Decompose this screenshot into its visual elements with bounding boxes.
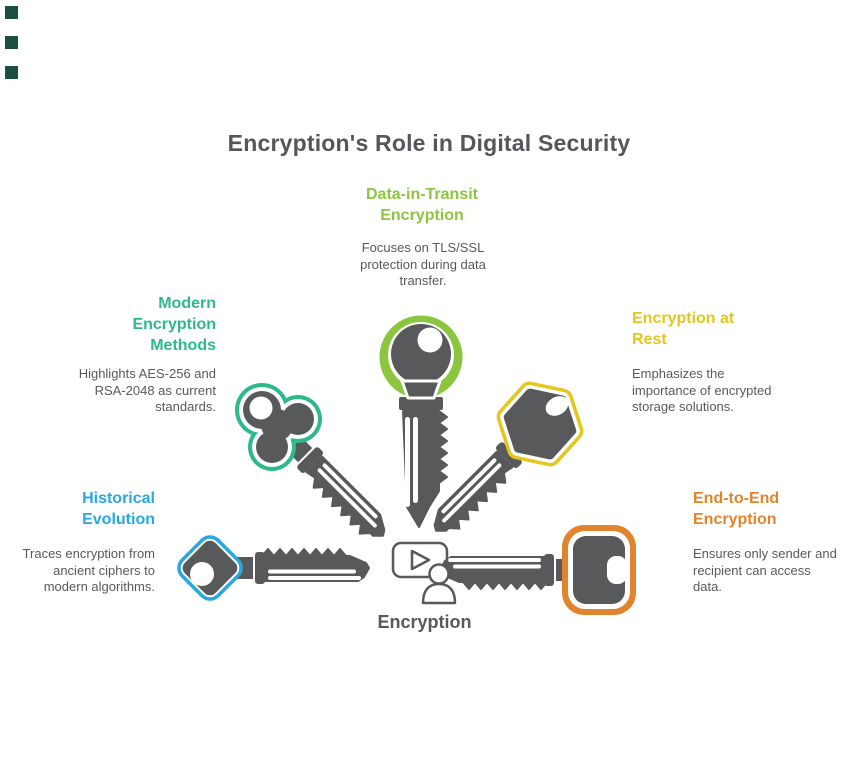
topic-desc-modern-methods: Highlights AES-256 and RSA-2048 as curre… [78,366,216,414]
center-label: Encryption [377,612,472,632]
corner-square [5,36,18,49]
page-title: Encryption's Role in Digital Security [227,130,631,156]
topic-label-end-to-end: End-to-End Encryption [693,490,780,528]
key-historical-evolution [177,535,370,601]
key-modern-methods [235,383,397,548]
key-data-in-transit [379,315,463,528]
key-encryption-at-rest [422,381,584,543]
corner-square [5,66,18,79]
keyhole [417,327,443,353]
person-icon [421,563,457,605]
topic-label-data-in-transit: Data-in-Transit Encryption [365,186,478,224]
corner-square [5,6,18,19]
topic-label-modern-methods: Modern Encryption Methods [132,295,216,354]
keyhole [190,562,214,586]
video-play-icon [391,541,449,579]
topic-desc-historical-evolution: Traces encryption from ancient ciphers t… [22,546,155,594]
keyhole [249,396,273,420]
key-end-to-end [439,525,636,615]
topic-desc-data-in-transit: Focuses on TLS/SSL protection during dat… [360,240,486,288]
topic-desc-encryption-at-rest: Emphasizes the importance of encrypted s… [632,366,772,414]
topic-label-historical-evolution: Historical Evolution [82,490,155,528]
topic-desc-end-to-end: Ensures only sender and recipient can ac… [693,546,837,594]
keyhole [545,396,569,416]
keyhole [607,556,627,584]
topic-label-encryption-at-rest: Encryption at Rest [632,310,735,348]
